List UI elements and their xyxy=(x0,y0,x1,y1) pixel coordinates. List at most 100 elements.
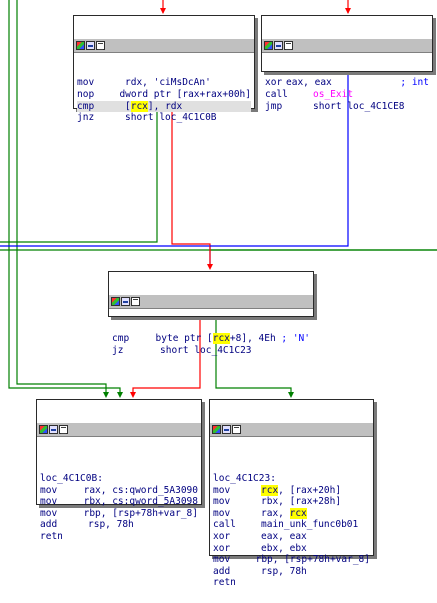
block-body: cmp byte ptr [rcx+8], 4Eh ; 'N' jz short lo… xyxy=(109,332,313,358)
operand: rbx, [rax+28h] xyxy=(261,496,341,508)
operand-text: short loc_4C1C23 xyxy=(160,344,252,356)
operand-text: short loc_4C1CE8 xyxy=(313,100,405,112)
highlighted-register: rcx xyxy=(289,507,307,519)
graph-icon[interactable] xyxy=(222,425,231,435)
instruction-line[interactable]: cmp byte ptr [rcx+8], 4Eh ; 'N' xyxy=(112,333,310,345)
operand-text: rsp, 78h xyxy=(261,565,307,577)
operand-text: ], rdx xyxy=(147,100,183,112)
code-block[interactable]: cmp byte ptr [rcx+8], 4Eh ; 'N' jz short lo… xyxy=(108,271,314,356)
color-icon[interactable] xyxy=(264,41,273,51)
instruction-line[interactable]: xor ebx, ebx xyxy=(213,543,370,555)
graph-icon[interactable] xyxy=(121,297,130,307)
color-icon[interactable] xyxy=(111,297,120,307)
edge-n2-jmp xyxy=(210,71,349,247)
list-icon[interactable] xyxy=(96,41,105,51)
highlighted-register: rcx xyxy=(261,484,279,496)
code-label[interactable]: loc_4C1C0B: xyxy=(40,472,103,484)
blank-line xyxy=(40,461,198,473)
instruction-line[interactable]: cmp[rcx], rdx xyxy=(77,100,251,113)
mnemonic: jnz xyxy=(77,112,95,124)
operand: rdx, 'ciMsDcAn' xyxy=(125,77,211,89)
list-icon[interactable] xyxy=(131,297,140,307)
block-header xyxy=(37,423,201,438)
graph-icon[interactable] xyxy=(86,41,95,51)
color-icon[interactable] xyxy=(76,41,85,51)
list-icon[interactable] xyxy=(284,41,293,51)
instruction-line[interactable]: retn xyxy=(40,531,198,543)
instruction-line[interactable]: mov rdx, 'ciMsDcAn' xyxy=(77,77,251,89)
instruction-line[interactable]: mov rcx, [rax+20h] xyxy=(213,484,370,497)
comment: ; int xyxy=(400,77,429,89)
highlighted-register: rcx xyxy=(130,100,148,112)
color-icon[interactable] xyxy=(39,425,48,435)
mnemonic: jz xyxy=(112,344,124,356)
operand: byte ptr [rcx+8], 4Eh ; 'N' xyxy=(156,333,310,345)
operand: short loc_4C1CE8 xyxy=(313,101,405,113)
instruction-line[interactable]: jz short loc_4C1C23 xyxy=(112,345,310,357)
mnemonic: mov xyxy=(40,484,58,496)
block-header xyxy=(210,423,373,438)
operand-text: rbx, cs:qword_5A3098 xyxy=(83,496,198,508)
import-name: os_Exit xyxy=(313,88,354,100)
list-icon[interactable] xyxy=(232,425,241,435)
operand-text: [ xyxy=(125,100,131,112)
operand: main_unk_func0b01 xyxy=(261,519,358,531)
operand: ebx, ebx xyxy=(261,543,307,555)
mnemonic: mov xyxy=(77,77,95,89)
edge-left-green-inner xyxy=(16,0,107,396)
graph-icon[interactable] xyxy=(274,41,283,51)
arrow-n4-b xyxy=(117,392,123,398)
operand-text: main_unk_func0b01 xyxy=(261,519,359,531)
operand-text: eax, eax xyxy=(261,530,307,542)
mnemonic: call xyxy=(265,88,288,100)
operand: rbp, [rsp+78h+var_8] xyxy=(256,554,370,566)
mnemonic: retn xyxy=(40,530,63,542)
instruction-line[interactable]: call main_unk_func0b01 xyxy=(213,519,370,531)
instruction-line[interactable]: mov rbx, [rax+28h] xyxy=(213,496,370,508)
instruction-line[interactable]: retn xyxy=(213,577,370,589)
instruction-line[interactable]: add rsp, 78h xyxy=(40,519,198,531)
mnemonic: mov xyxy=(213,496,231,508)
color-icon[interactable] xyxy=(212,425,221,435)
mnemonic: mov xyxy=(213,507,231,519)
code-label[interactable]: loc_4C1C23: xyxy=(213,472,276,484)
instruction-line[interactable]: add rsp, 78h xyxy=(213,566,370,578)
mnemonic: mov xyxy=(40,507,58,519)
list-icon[interactable] xyxy=(59,425,68,435)
instruction-line[interactable]: call os_Exit xyxy=(265,89,429,101)
mnemonic: xor xyxy=(213,542,231,554)
mnemonic: call xyxy=(213,519,236,531)
comment: ; 'N' xyxy=(281,333,310,345)
mnemonic: add xyxy=(40,519,58,531)
graph-icon[interactable] xyxy=(49,425,58,435)
operand-text: ebx, ebx xyxy=(261,542,307,554)
mnemonic: xor xyxy=(265,77,283,89)
operand: rsp, 78h xyxy=(88,519,134,531)
mnemonic: mov xyxy=(213,484,231,496)
mnemonic: add xyxy=(213,565,231,577)
mnemonic: cmp xyxy=(112,333,130,345)
arrow-in-red-1 xyxy=(160,8,166,14)
edge-n1-false xyxy=(171,108,211,264)
highlighted-register: rcx xyxy=(212,333,230,345)
operand-text: , [rax+20h] xyxy=(278,484,342,496)
arrow-n4-a xyxy=(103,392,109,398)
operand-text: dword ptr [rax+rax+00h] xyxy=(119,88,251,100)
